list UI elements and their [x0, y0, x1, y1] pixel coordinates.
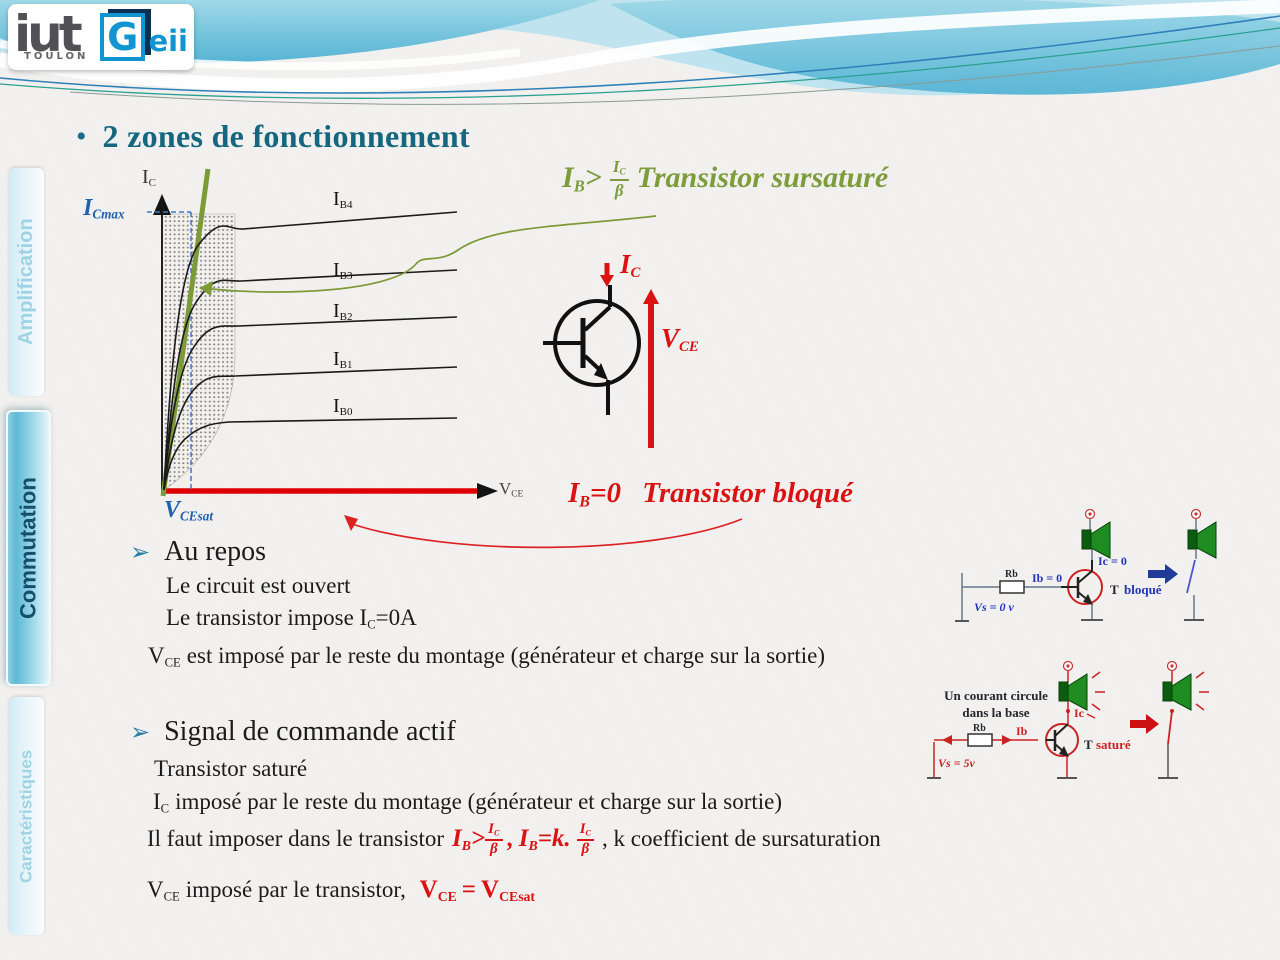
- ic-current-arrow: [600, 263, 614, 287]
- signal-line3: Il faut imposer dans le transistor IB> I…: [147, 821, 881, 857]
- au-repos-line1: Le circuit est ouvert: [166, 573, 351, 598]
- open-switch-icon: [1186, 559, 1196, 594]
- resistor-rb: [967, 733, 993, 747]
- tab-label-amplification: Amplification: [15, 218, 37, 346]
- sidebar-tab-caracteristiques[interactable]: Caractéristiques: [9, 697, 44, 935]
- ib-label: Ib: [1016, 724, 1028, 738]
- npn-transistor-icon: [543, 263, 659, 448]
- state-label: saturé: [1096, 737, 1131, 752]
- ic-label: Ic: [1074, 706, 1085, 720]
- plus-terminal-icon: [1190, 508, 1202, 520]
- au-repos-heading-text: Au repos: [164, 536, 266, 567]
- logo-g: G: [107, 15, 139, 59]
- ib0-label: IB0: [333, 395, 353, 419]
- bloque-formula: IB=0 Transistor bloqué: [568, 477, 853, 510]
- block-arrow-icon: [1148, 564, 1178, 584]
- formula-ib-eq-k: IB=k.: [518, 825, 571, 854]
- ib2-label: IB2: [333, 300, 353, 324]
- circuit-transistor-sature: Un courant circule dans la base Rb Ib Ic…: [927, 660, 1209, 779]
- closed-switch-icon: [1167, 710, 1173, 745]
- transistor-output-characteristics-graph: [147, 168, 498, 499]
- plus-terminal-icon: [1166, 660, 1178, 672]
- saturation-line: [160, 168, 211, 497]
- sursature-formula: IB> IC β Transistor sursaturé: [562, 158, 888, 199]
- ib-term: IB>: [562, 161, 602, 197]
- icmax-label: ICmax: [83, 195, 125, 222]
- x-axis-arrowhead: [477, 483, 498, 499]
- speaker-icon: [1187, 521, 1217, 559]
- section-signal-heading: ➢ Signal de commande actif: [130, 716, 456, 748]
- formula-ib-gt: IB>: [452, 825, 486, 854]
- wires: [961, 519, 1093, 621]
- section-au-repos-heading: ➢ Au repos: [130, 536, 266, 568]
- tab-label-commutation: Commutation: [15, 477, 41, 619]
- vcesat-label: VCEsat: [164, 497, 213, 524]
- ic-over-beta-fraction: IC β: [576, 822, 595, 857]
- logo-toulon: TOULON: [24, 51, 89, 62]
- t-label: T: [1084, 737, 1093, 752]
- bullet-icon: •: [76, 119, 87, 153]
- tab-label-caracteristiques: Caractéristiques: [16, 749, 36, 883]
- x-axis-label: VCE: [499, 479, 524, 500]
- sidebar-tab-amplification[interactable]: Amplification: [9, 168, 44, 396]
- vs-label: Vs = 0 v: [974, 600, 1015, 614]
- rb-label: Rb: [973, 723, 986, 734]
- vs-label: Vs = 5v: [938, 756, 976, 770]
- y-axis-arrowhead: [153, 194, 171, 215]
- plus-terminal-icon: [1084, 508, 1096, 520]
- ic-over-beta-fraction: IC β: [485, 822, 503, 857]
- curve-ib2: [163, 316, 458, 490]
- ib-label: Ib = 0: [1032, 571, 1062, 585]
- speaker-icon: [1162, 673, 1192, 711]
- transistor-symbol: [1061, 560, 1093, 602]
- title-text: 2 zones de fonctionnement: [102, 118, 470, 154]
- resistor-rb: [999, 580, 1025, 594]
- signal-heading-text: Signal de commande actif: [164, 716, 456, 747]
- arrow-bullet-icon: ➢: [130, 538, 151, 566]
- page-title: • 2 zones de fonctionnement: [76, 118, 470, 155]
- logo-iut: iut: [14, 5, 83, 63]
- ib-zero-term: IB=0: [568, 477, 621, 511]
- arrow-bullet-icon: ➢: [130, 718, 151, 746]
- circuit-transistor-bloque: Rb Ib = 0 Ic = 0 Vs = 0 v T bloqué: [955, 508, 1217, 622]
- iut-toulon-geii-logo: iut TOULON G eii: [8, 4, 194, 70]
- block-arrow-icon: [1130, 714, 1159, 734]
- speaker-icon: [1058, 673, 1088, 711]
- note-line1: Un courant circule: [944, 688, 1048, 703]
- vce-eq-vcesat-formula: VCE=VCEsat: [419, 876, 536, 904]
- rb-label: Rb: [1005, 569, 1018, 580]
- signal-line1: Transistor saturé: [154, 756, 308, 781]
- speaker-icon: [1081, 521, 1111, 559]
- ic-over-beta-fraction: IC β: [609, 158, 629, 199]
- sidebar-tab-commutation[interactable]: Commutation: [6, 410, 51, 686]
- sound-rays-icon: [1195, 671, 1209, 711]
- geii-g-tile: G: [100, 13, 146, 61]
- y-axis-label: IC: [142, 166, 157, 190]
- ib3-label: IB3: [333, 259, 353, 283]
- iut-logo-text: iut TOULON: [14, 6, 96, 68]
- note-line2: dans la base: [962, 705, 1029, 720]
- plus-terminal-icon: [1062, 660, 1074, 672]
- fig-ic-label: IC: [620, 249, 641, 282]
- bloque-label: Transistor bloqué: [642, 477, 854, 509]
- t-label: T: [1110, 582, 1119, 597]
- ib1-label: IB1: [333, 348, 353, 372]
- curve-ib0: [163, 417, 458, 491]
- vce-voltage-arrow: [643, 289, 659, 448]
- au-repos-line2: Le transistor impose IC=0A: [166, 605, 417, 632]
- fig-vce-label: VCE: [661, 323, 699, 356]
- ic-label: Ic = 0: [1098, 554, 1127, 568]
- state-label: bloqué: [1124, 582, 1162, 597]
- sursature-label: Transistor sursaturé: [636, 161, 889, 195]
- logo-eii: eii: [148, 24, 188, 58]
- ib4-label: IB4: [333, 188, 353, 212]
- curve-ib1: [163, 366, 458, 490]
- sound-rays-icon: [1086, 671, 1105, 719]
